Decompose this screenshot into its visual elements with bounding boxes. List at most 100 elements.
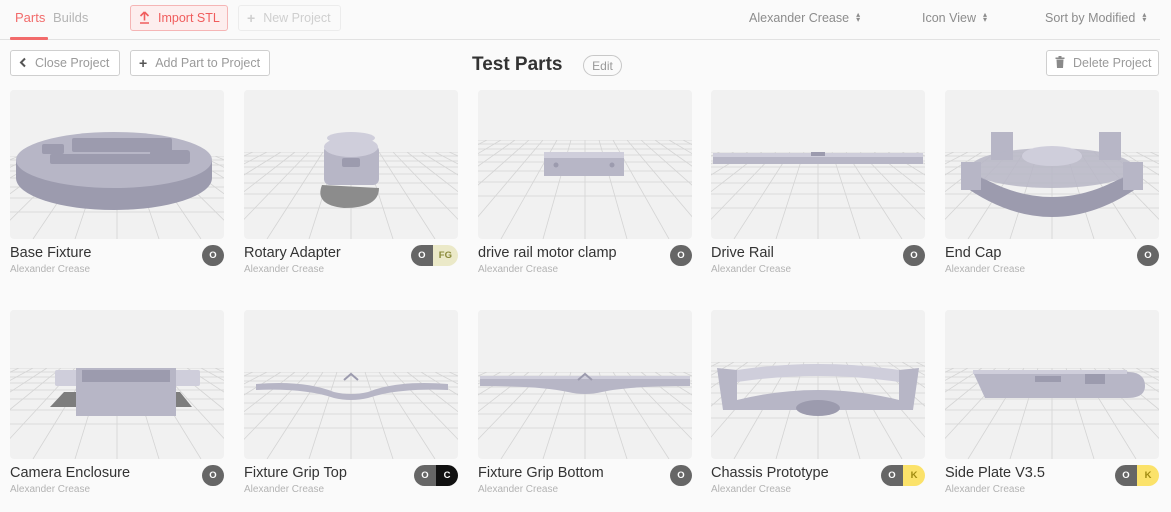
tab-builds[interactable]: Builds (53, 10, 89, 25)
part-3d-preview-icon (244, 90, 458, 239)
material-badge: O (903, 245, 925, 266)
material-badges: O (903, 245, 925, 266)
upload-icon (139, 10, 150, 26)
delete-project-button[interactable]: Delete Project (1046, 50, 1159, 76)
part-3d-preview-icon (10, 90, 224, 239)
material-badge: O (410, 245, 433, 266)
material-badge: O (1137, 245, 1159, 266)
import-stl-button[interactable]: Import STL (130, 5, 228, 31)
part-name: drive rail motor clamp (478, 245, 617, 261)
sort-arrows-icon: ▴▾ (982, 9, 987, 24)
add-part-to-project-button[interactable]: + Add Part to Project (130, 50, 270, 76)
material-badge: C (436, 465, 458, 486)
part-3d-preview-icon (478, 310, 692, 459)
import-stl-label: Import STL (158, 11, 220, 25)
edit-project-button[interactable]: Edit (583, 55, 622, 76)
part-author: Alexander Crease (945, 484, 1026, 495)
new-project-label: New Project (263, 11, 331, 25)
part-name: Rotary Adapter (244, 245, 341, 261)
material-badge: O (670, 465, 692, 486)
delete-project-label: Delete Project (1073, 56, 1152, 70)
material-badge: O (881, 465, 903, 486)
part-3d-preview-icon (945, 310, 1159, 459)
sort-select-value: Sort by Modified (1045, 11, 1136, 25)
part-author: Alexander Crease (244, 484, 325, 495)
user-select-value: Alexander Crease (749, 11, 850, 25)
sort-arrows-icon: ▴▾ (1142, 9, 1147, 24)
part-name: Base Fixture (10, 245, 92, 261)
material-badge: O (202, 465, 224, 486)
part-author: Alexander Crease (478, 264, 559, 275)
material-badges: O (202, 465, 224, 486)
sort-arrows-icon: ▴▾ (856, 9, 861, 24)
top-nav-bar: Parts Builds Import STL + New Project Al… (0, 0, 1160, 40)
trash-icon (1055, 56, 1065, 70)
part-author: Alexander Crease (478, 484, 559, 495)
part-name: Camera Enclosure (10, 465, 131, 481)
part-name: Drive Rail (711, 245, 774, 261)
part-name: Fixture Grip Top (244, 465, 347, 481)
view-select-value: Icon View (922, 11, 976, 25)
part-thumbnail[interactable] (244, 310, 458, 459)
part-3d-preview-icon (478, 90, 692, 239)
material-badge: O (1115, 465, 1137, 486)
part-author: Alexander Crease (945, 264, 1026, 275)
part-name: Fixture Grip Bottom (478, 465, 604, 481)
part-thumbnail[interactable] (478, 310, 692, 459)
part-author: Alexander Crease (711, 484, 792, 495)
chevron-left-icon (19, 56, 27, 70)
part-3d-preview-icon (711, 90, 925, 239)
part-thumbnail[interactable] (711, 310, 925, 459)
user-select[interactable]: Alexander Crease ▴▾ (749, 9, 861, 25)
material-badges: O (1137, 245, 1159, 266)
close-project-button[interactable]: Close Project (10, 50, 120, 76)
part-author: Alexander Crease (10, 484, 91, 495)
part-author: Alexander Crease (244, 264, 325, 275)
close-project-label: Close Project (35, 56, 110, 70)
part-thumbnail[interactable] (945, 310, 1159, 459)
material-badges: O (670, 245, 692, 266)
plus-icon: + (139, 55, 148, 71)
material-badge: O (202, 245, 224, 266)
plus-icon: + (247, 10, 256, 26)
part-thumbnail[interactable] (711, 90, 925, 239)
part-thumbnail[interactable] (945, 90, 1159, 239)
part-name: Chassis Prototype (711, 465, 829, 481)
project-title: Test Parts (472, 54, 563, 75)
part-name: Side Plate V3.5 (945, 465, 1045, 481)
part-3d-preview-icon (945, 90, 1159, 239)
part-3d-preview-icon (711, 310, 925, 459)
new-project-button[interactable]: + New Project (238, 5, 341, 31)
material-badge: O (670, 245, 692, 266)
part-name: End Cap (945, 245, 1002, 261)
part-3d-preview-icon (244, 310, 458, 459)
material-badge: FG (432, 245, 458, 266)
part-thumbnail[interactable] (244, 90, 458, 239)
part-thumbnail[interactable] (10, 310, 224, 459)
material-badge: K (1137, 465, 1159, 486)
material-badges: O (670, 465, 692, 486)
part-3d-preview-icon (10, 310, 224, 459)
material-badge: O (414, 465, 436, 486)
part-thumbnail[interactable] (10, 90, 224, 239)
tab-parts[interactable]: Parts (15, 10, 46, 25)
part-author: Alexander Crease (10, 264, 91, 275)
sort-select[interactable]: Sort by Modified ▴▾ (1045, 9, 1147, 25)
view-select[interactable]: Icon View ▴▾ (922, 9, 987, 25)
material-badges: O (202, 245, 224, 266)
add-part-label: Add Part to Project (155, 56, 261, 70)
part-thumbnail[interactable] (478, 90, 692, 239)
